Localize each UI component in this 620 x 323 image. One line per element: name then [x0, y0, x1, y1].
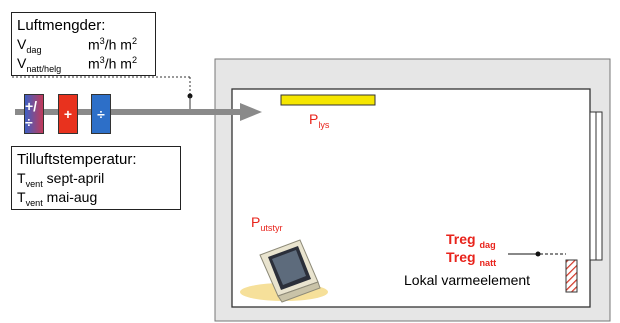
- equipment-label: Putstyr: [251, 214, 283, 233]
- supply-arrowhead: [240, 103, 262, 121]
- computer-icon: [240, 239, 328, 303]
- airflow-box: Luftmengder: Vdag m3/h m2 Vnatt/helg m3/…: [11, 12, 156, 76]
- supply-temp-box: Tilluftstemperatur: Tvent sept-april Tve…: [11, 146, 181, 210]
- thermostat-node: [535, 251, 541, 257]
- airflow-row-night-unit: m3/h m2: [88, 55, 138, 72]
- cooling-unit: ÷: [91, 94, 111, 134]
- lighting-bar: [280, 94, 376, 106]
- supply-temp-title: Tilluftstemperatur:: [17, 151, 137, 168]
- treg-day-label: Treg dag: [446, 231, 496, 250]
- heater-label: Lokal varmeelement: [404, 272, 531, 288]
- heat-cool-unit: +/÷: [24, 94, 44, 134]
- heating-unit-label: +: [63, 106, 73, 122]
- cooling-unit-label: ÷: [97, 106, 105, 122]
- airflow-row-day-unit: m3/h m2: [88, 36, 138, 53]
- heating-unit: +: [58, 94, 78, 134]
- heat-cool-unit-label: +/÷: [25, 98, 38, 130]
- airflow-row-night: Vnatt/helg: [17, 55, 62, 74]
- treg-night-label: Treg natt: [446, 249, 497, 268]
- supply-temp-row-2: Tvent mai-aug: [17, 189, 98, 208]
- heater-element: [565, 259, 578, 293]
- airflow-title: Luftmengder:: [17, 17, 106, 34]
- supply-temp-row-1: Tvent sept-april: [17, 170, 105, 189]
- airflow-row-day: Vdag: [17, 36, 42, 55]
- lighting-label: Plys: [309, 111, 330, 130]
